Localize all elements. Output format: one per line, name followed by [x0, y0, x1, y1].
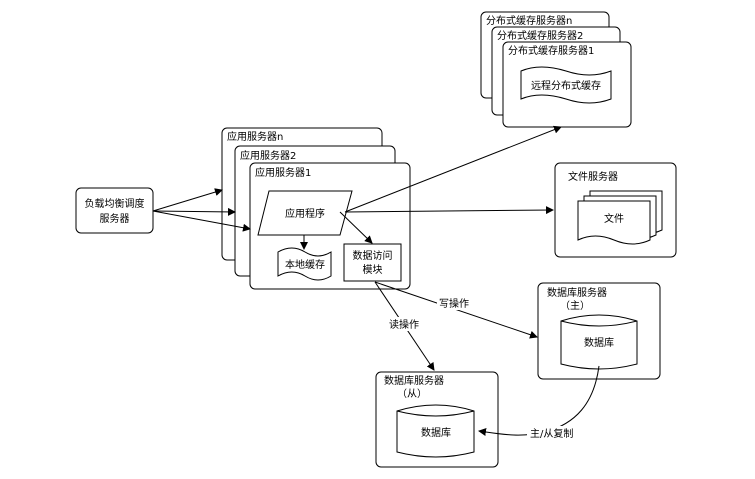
edges — [152, 125, 600, 436]
edge-label-replication: 主/从复制 — [530, 427, 573, 440]
remote-cache-label: 远程分布式缓存 — [531, 79, 601, 92]
db-slave-server: 数据库服务器 （从） 数据库 — [375, 371, 499, 468]
edge-lb-to-app-1 — [152, 210, 251, 232]
app-server-2-title: 应用服务器2 — [240, 149, 296, 162]
load-balancer-label-line2: 服务器 — [100, 212, 130, 225]
db-master-server: 数据库服务器 （主） 数据库 — [537, 282, 661, 380]
db-master-database-label: 数据库 — [584, 336, 614, 349]
file-label: 文件 — [604, 212, 624, 225]
cache-server-1: 分布式缓存服务器1 远程分布式缓存 — [502, 41, 632, 128]
edge-label-read: 读操作 — [389, 318, 419, 331]
local-cache-node: 本地缓存 — [277, 247, 332, 281]
load-balancer-label-line1: 负载均衡调度 — [85, 197, 145, 210]
cache-server-n-title: 分布式缓存服务器n — [486, 14, 572, 27]
app-program-label: 应用程序 — [285, 207, 325, 220]
local-cache-label: 本地缓存 — [285, 258, 325, 271]
app-server-1-title: 应用服务器1 — [255, 166, 311, 179]
edge-app-to-file-server — [344, 206, 554, 215]
file-server: 文件服务器 文件 — [554, 162, 677, 258]
data-access-label-line1: 数据访问 — [353, 249, 393, 262]
cache-server-2-title: 分布式缓存服务器2 — [497, 29, 583, 42]
data-access-label-line2: 模块 — [363, 264, 383, 276]
app-server-n-title: 应用服务器n — [227, 130, 283, 143]
edge-label-write: 写操作 — [439, 297, 469, 310]
db-master-subtitle: （主） — [560, 300, 590, 312]
db-slave-subtitle: （从） — [397, 388, 427, 400]
edge-lb-to-app-n — [152, 188, 223, 212]
edge-label-replication-bg — [527, 426, 583, 440]
edge-label-write-bg — [437, 296, 475, 310]
edge-app-to-cache — [344, 125, 562, 213]
load-balancer-node: 负载均衡调度 服务器 — [75, 187, 154, 234]
db-slave-cylinder — [396, 404, 475, 458]
file-stack-icon — [577, 190, 663, 245]
db-master-cylinder — [560, 314, 638, 370]
app-server-1: 应用服务器1 应用程序 本地缓存 数据访问 模块 — [249, 162, 411, 290]
file-server-title: 文件服务器 — [568, 170, 618, 183]
db-slave-title: 数据库服务器 — [384, 374, 444, 387]
edge-app-to-data-access — [339, 211, 373, 244]
remote-cache-node: 远程分布式缓存 — [520, 66, 612, 104]
edge-label-read-bg — [386, 317, 424, 331]
edge-lb-to-app-2 — [152, 207, 236, 216]
db-master-title: 数据库服务器 — [547, 286, 607, 299]
db-slave-database-label: 数据库 — [421, 426, 451, 439]
data-access-module-node: 数据访问 模块 — [343, 243, 402, 282]
cache-server-1-title: 分布式缓存服务器1 — [508, 44, 594, 57]
app-program-node: 应用程序 — [257, 190, 353, 236]
